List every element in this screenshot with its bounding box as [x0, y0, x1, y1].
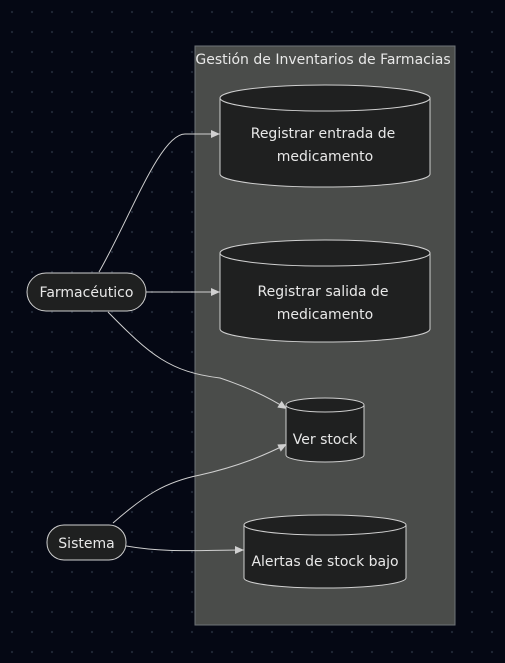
edge-sistema-alertas: [125, 545, 245, 555]
use-case-registrar-salida-label-line1: Registrar salida de: [258, 284, 389, 300]
edge-sistema-ver-stock: [112, 443, 288, 524]
use-case-alertas-stock-bajo-label: Alertas de stock bajo: [251, 554, 398, 570]
use-case-registrar-entrada[interactable]: Registrar entrada de medicamento: [219, 84, 431, 188]
use-case-ver-stock[interactable]: Ver stock: [285, 397, 365, 463]
connections: [98, 130, 288, 555]
use-case-registrar-salida-label-line2: medicamento: [277, 307, 373, 323]
use-case-ver-stock-label: Ver stock: [293, 432, 358, 448]
actor-sistema-label: Sistema: [58, 536, 114, 552]
use-case-registrar-entrada-label-line2: medicamento: [277, 149, 373, 165]
edge-farmaceutico-ver-stock: [107, 311, 288, 410]
actor-sistema[interactable]: Sistema: [46, 524, 127, 561]
use-case-registrar-salida[interactable]: Registrar salida de medicamento: [219, 239, 431, 343]
use-case-alertas-stock-bajo[interactable]: Alertas de stock bajo: [243, 514, 407, 589]
actor-farmaceutico[interactable]: Farmacéutico: [26, 272, 147, 312]
system-title: Gestión de Inventarios de Farmacias: [195, 52, 450, 68]
actor-farmaceutico-label: Farmacéutico: [40, 285, 134, 301]
use-case-registrar-entrada-label-line1: Registrar entrada de: [251, 126, 396, 142]
edge-farmaceutico-entrada: [98, 130, 220, 273]
